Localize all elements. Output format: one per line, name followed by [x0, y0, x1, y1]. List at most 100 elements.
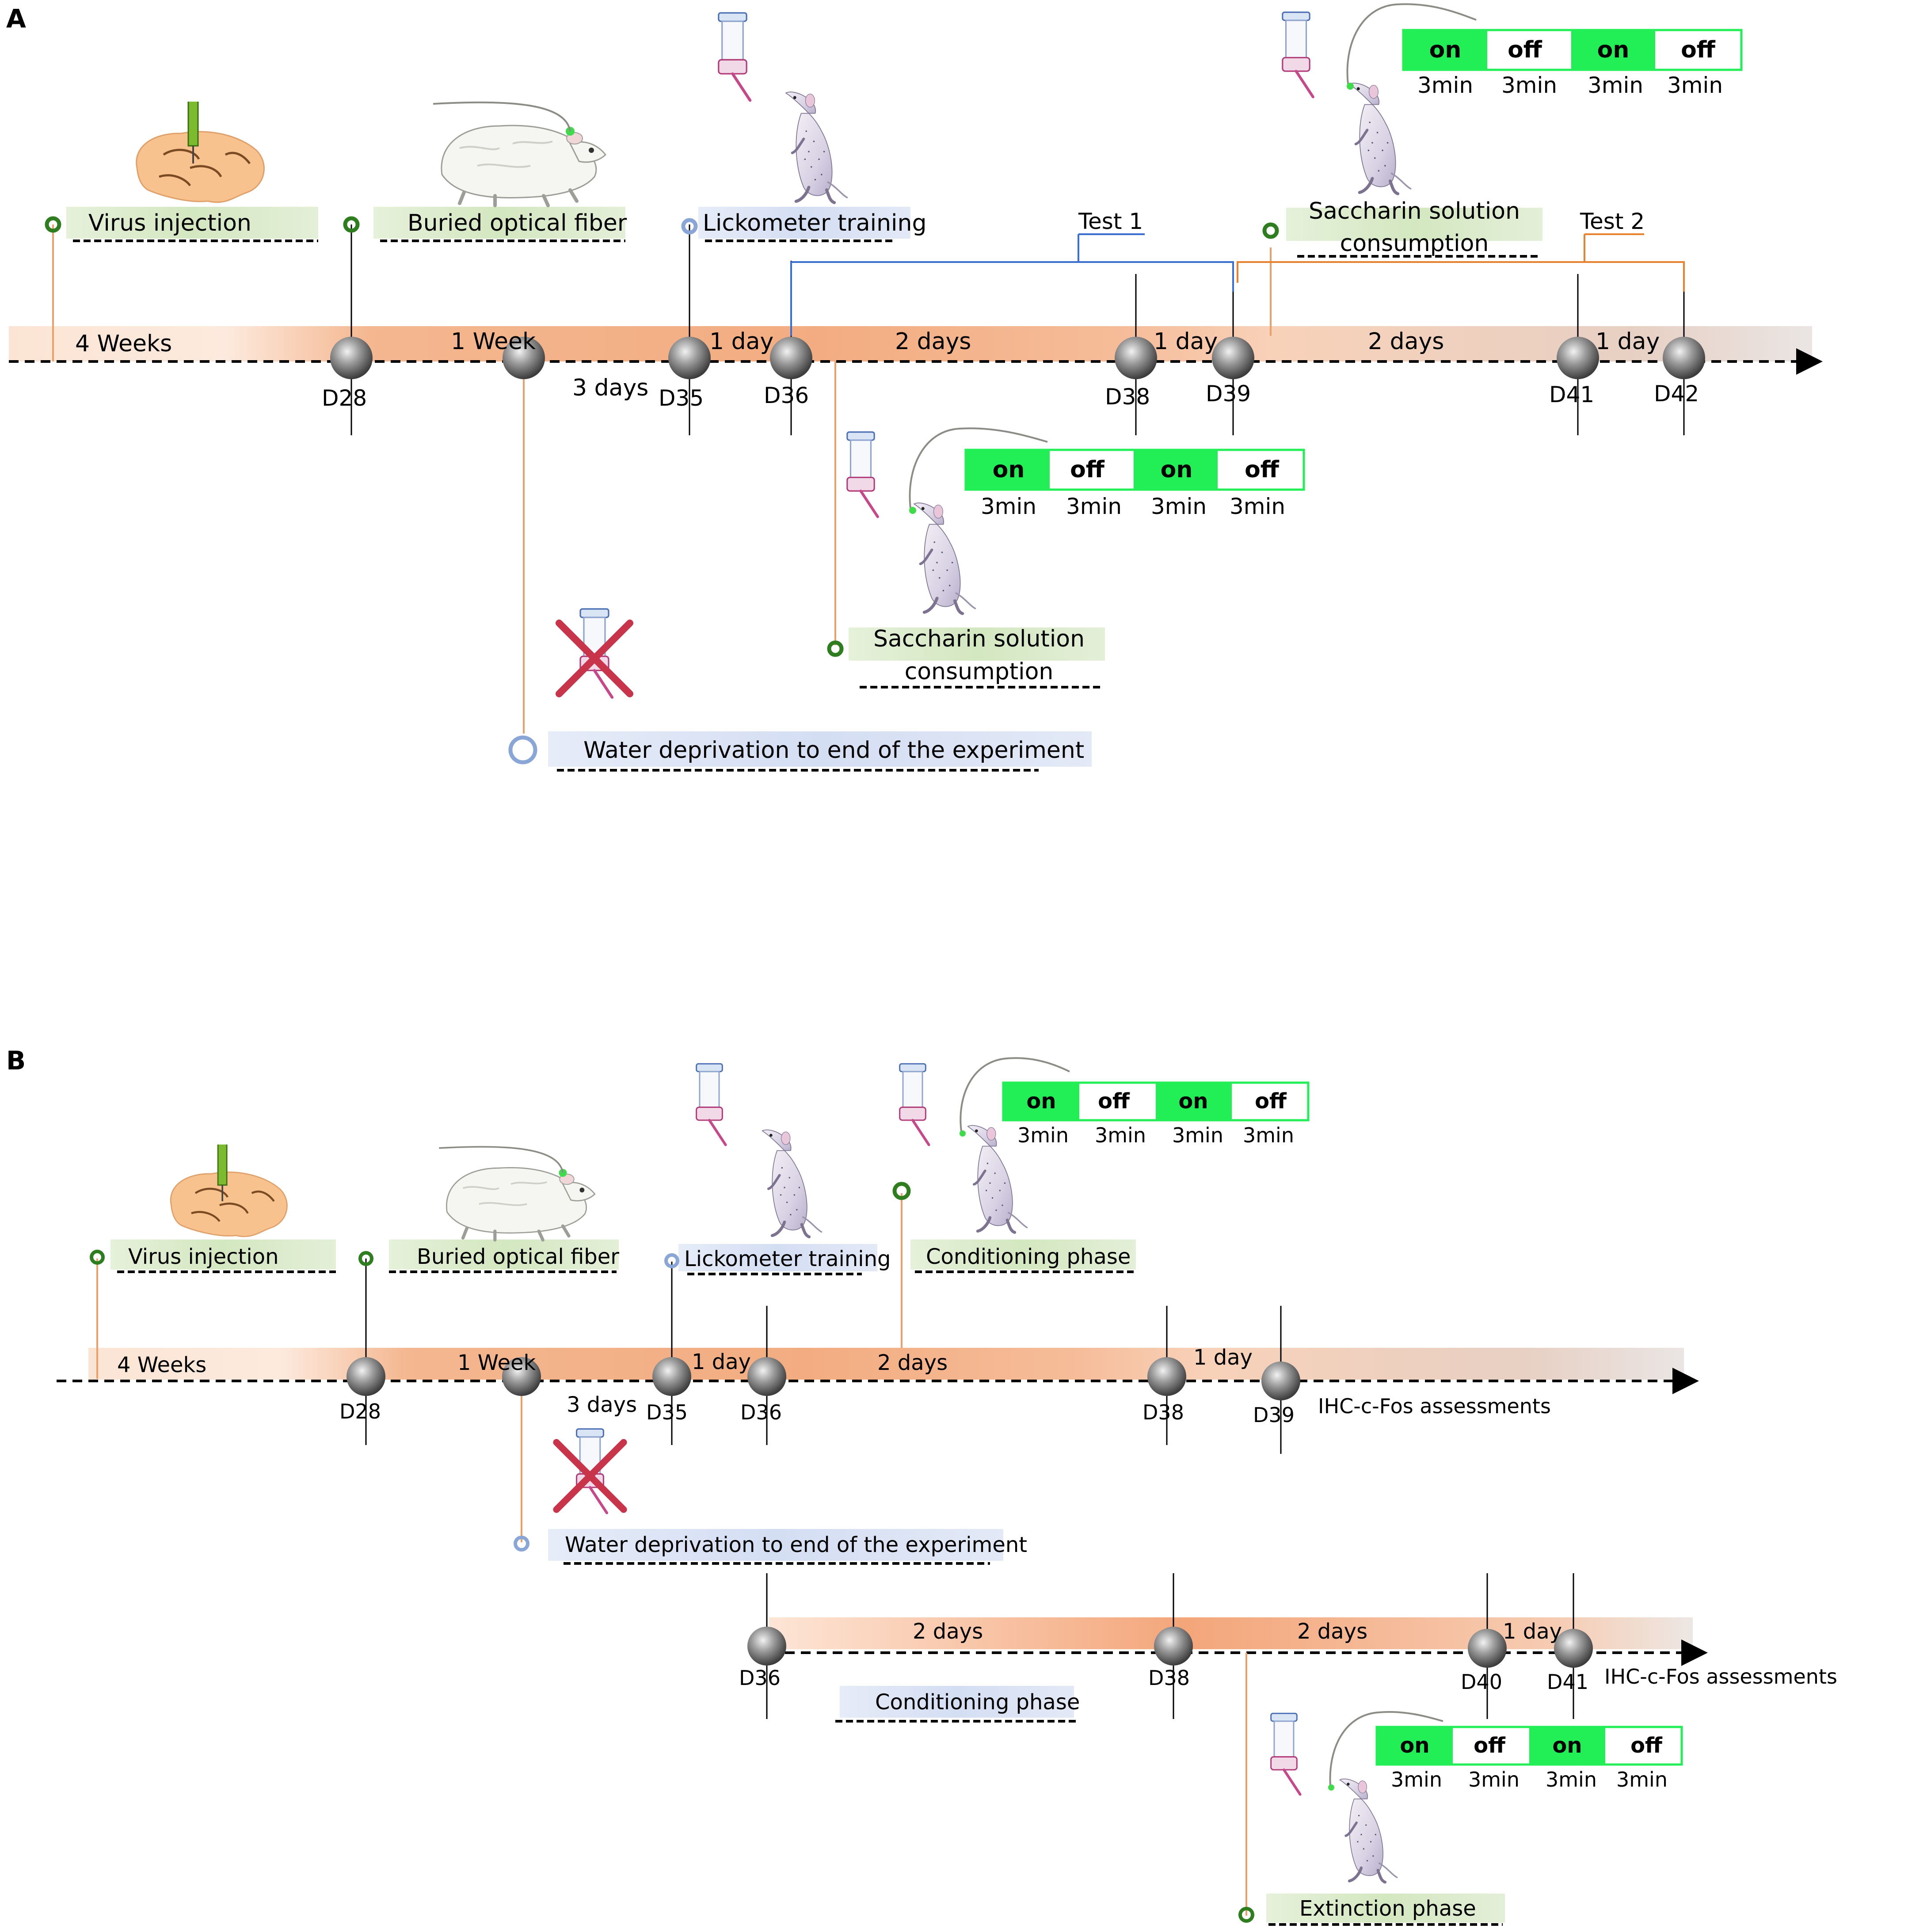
rat-drinking-icon [914, 503, 975, 613]
duration-3-days: 3 days [572, 375, 648, 401]
panel-b-timeline-band-2 [769, 1617, 1693, 1649]
panel-a-event-saccharin-1: Saccharin solution consumption [827, 427, 1105, 688]
milestone-sphere-icon [1147, 1357, 1186, 1396]
panel-a: A Test 1 [6, 3, 1823, 772]
panel-b-event-conditioning-top: Conditioning phase [892, 1057, 1136, 1273]
panel-a-event-fiber: Buried optical fiber [343, 103, 627, 242]
panel-b-event-conditioning-bottom: Conditioning phase [835, 1686, 1080, 1723]
buried-optical-fiber-label: Buried optical fiber [407, 210, 627, 236]
cross-icon [556, 1429, 624, 1513]
milestone-sphere-icon [770, 337, 812, 379]
milestone-sphere-icon [1212, 337, 1254, 379]
protocol-cell-off: off [1098, 1089, 1130, 1114]
b-duration-2-days-d: 2 days [1297, 1619, 1367, 1644]
b-duration-1-day-a: 1 day [692, 1350, 751, 1374]
panel-b-milestones-2 [747, 1627, 1593, 1668]
panel-b-event-extinction: Extinction phase [1238, 1711, 1505, 1926]
panel-a-event-saccharin-2: Saccharin solution consumption [1262, 3, 1542, 258]
protocol-time: 3min [1230, 494, 1285, 519]
test1-bracket [790, 233, 1234, 336]
milestone-sphere-icon [1557, 337, 1599, 379]
milestone-sphere-icon [1115, 337, 1157, 379]
rat-drinking-icon [786, 92, 847, 202]
milestone-sphere-icon [1261, 1362, 1300, 1400]
protocol-cell-on: on [1161, 456, 1193, 483]
virus-injection-label: Virus injection [88, 210, 251, 236]
b-day-label-d41: D41 [1547, 1670, 1588, 1694]
protocol-cell-on: on [1400, 1733, 1429, 1758]
day-label-d28: D28 [322, 385, 367, 411]
b-day-label-d38-lower: D38 [1148, 1666, 1190, 1690]
protocol-time: 3min [1616, 1768, 1668, 1791]
water-bottle-icon [697, 1064, 726, 1145]
rat-drinking-icon [1349, 83, 1410, 194]
milestone-sphere-icon [668, 337, 711, 379]
protocol-cell-off: off [1255, 1089, 1287, 1114]
milestone-sphere-icon [1468, 1629, 1507, 1668]
b-duration-1-day-c: 1 day [1503, 1619, 1562, 1644]
b-day-label-d40: D40 [1461, 1670, 1502, 1694]
water-bottle-icon [900, 1064, 929, 1145]
duration-1-week: 1 Week [451, 328, 536, 355]
saccharin-2-line2: consumption [1340, 230, 1489, 257]
ihc-top-label: IHC-c-Fos assessments [1318, 1394, 1551, 1418]
lickometer-training-label: Lickometer training [703, 210, 926, 236]
protocol-time: 3min [1501, 72, 1557, 98]
protocol-time: 3min [1243, 1123, 1294, 1147]
protocol-time: 3min [1151, 494, 1207, 519]
b-day-label-d28: D28 [339, 1400, 381, 1423]
protocol-cell-on: on [1597, 37, 1630, 63]
panel-b-event-fiber: Buried optical fiber [358, 1147, 619, 1273]
day-label-d35: D35 [659, 385, 704, 411]
duration-4-weeks: 4 Weeks [75, 331, 172, 357]
milestone-sphere-icon [330, 337, 373, 379]
milestone-sphere-icon [652, 1357, 691, 1396]
protocol-cell-on: on [1552, 1733, 1582, 1758]
panel-a-protocol-mid: on off on off 3min 3min 3min 3min [964, 449, 1305, 519]
protocol-cell-off: off [1508, 37, 1542, 63]
protocol-cell-off: off [1630, 1733, 1663, 1758]
saccharin-1-line1: Saccharin solution [873, 626, 1085, 652]
brain-syringe-icon [137, 97, 264, 202]
panel-a-milestones [330, 337, 1705, 379]
milestone-sphere-icon [502, 1357, 541, 1396]
test2-bracket [1237, 233, 1685, 292]
panel-b-milestones-1 [347, 1357, 1300, 1400]
water-bottle-icon [1271, 1713, 1300, 1794]
b-day-label-d35: D35 [646, 1400, 688, 1424]
day-label-d42: D42 [1654, 381, 1699, 407]
b-water-deprivation-label: Water deprivation to end of the experime… [565, 1533, 1027, 1557]
milestone-sphere-icon [1554, 1629, 1593, 1668]
protocol-time: 3min [1017, 1123, 1069, 1147]
b-duration-2-days-c: 2 days [913, 1619, 983, 1644]
panel-a-protocol-top: on off on off 3min 3min 3min 3min [1402, 29, 1743, 98]
milestone-sphere-icon [347, 1357, 385, 1396]
protocol-cell-off: off [1245, 456, 1280, 483]
b-day-label-d36: D36 [740, 1400, 782, 1424]
b-virus-injection-label: Virus injection [128, 1244, 279, 1269]
ihc-bottom-label: IHC-c-Fos assessments [1604, 1665, 1837, 1689]
rat-with-fiber-icon [439, 1147, 595, 1240]
milestone-sphere-icon [1154, 1627, 1193, 1666]
b-day-label-d39: D39 [1253, 1403, 1295, 1427]
duration-2-days-b: 2 days [1368, 328, 1444, 355]
protocol-cell-on: on [1026, 1089, 1056, 1114]
b-duration-2-days-a: 2 days [877, 1350, 948, 1375]
b-conditioning-top-label: Conditioning phase [926, 1244, 1131, 1269]
protocol-time: 3min [1588, 72, 1643, 98]
day-label-d36: D36 [764, 383, 809, 408]
protocol-time: 3min [1391, 1768, 1442, 1791]
panel-b-event-virus: Virus injection [90, 1141, 336, 1273]
brain-syringe-icon [171, 1141, 287, 1236]
rat-drinking-icon [1340, 1779, 1397, 1883]
rat-with-fiber-icon [433, 103, 606, 205]
panel-b-event-lickometer: Lickometer training [664, 1064, 891, 1275]
water-bottle-icon [847, 432, 878, 517]
b-extinction-label: Extinction phase [1299, 1896, 1476, 1921]
b-duration-1-week: 1 Week [457, 1350, 536, 1375]
b-duration-4-weeks: 4 Weeks [117, 1353, 206, 1377]
day-label-d41: D41 [1549, 382, 1594, 407]
water-bottle-icon [719, 13, 750, 100]
protocol-cell-off: off [1474, 1733, 1506, 1758]
